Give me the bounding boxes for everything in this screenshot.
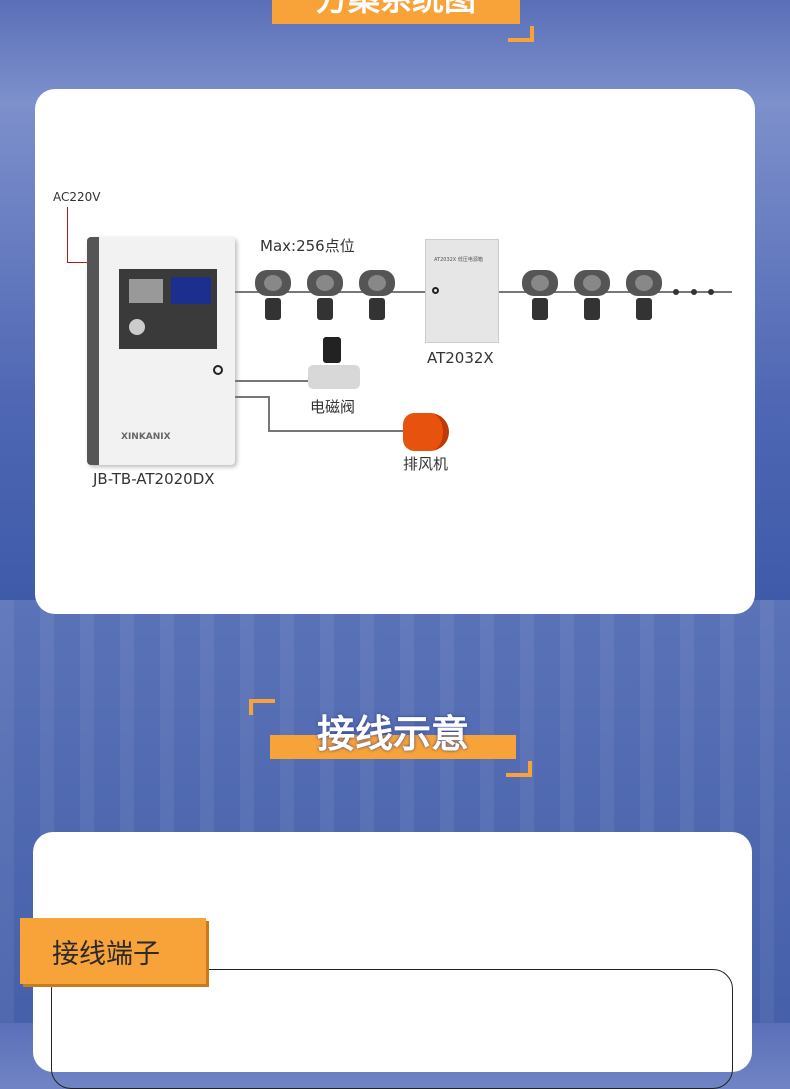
keypad-icon (129, 319, 145, 335)
controller-screen (171, 277, 211, 304)
gas-detector (522, 270, 558, 320)
controller-panel (119, 269, 217, 349)
section-title-wiring (270, 735, 516, 759)
terminal-frame (51, 969, 733, 1089)
corner-decoration (508, 26, 534, 42)
gas-detector (255, 270, 291, 320)
terminal-title: 接线端子 (52, 939, 160, 970)
gas-detector (359, 270, 395, 320)
controller-device[interactable]: XINKANIX (87, 237, 235, 465)
controller-brand: XINKANIX (121, 432, 171, 442)
indicator-panel (129, 279, 163, 303)
section-title-system: 方案系统图 (272, 0, 520, 24)
fan-line (270, 430, 405, 432)
key-lock-icon (213, 365, 223, 375)
max-points-label: Max:256点位 (260, 237, 355, 255)
corner-decoration (506, 761, 532, 777)
fan-line (235, 396, 270, 432)
valve-label: 电磁阀 (310, 398, 356, 416)
solenoid-valve-icon (308, 337, 360, 391)
more-dot (708, 289, 714, 295)
section-title-wiring-text: 接线示意 (316, 712, 469, 756)
fan-label: 排风机 (403, 455, 449, 473)
power-box-device[interactable]: AT2032X 低压电源箱 (425, 239, 499, 343)
power-line (67, 207, 87, 263)
more-dot (673, 289, 679, 295)
power-label: AC220V (53, 190, 101, 204)
corner-decoration (249, 699, 275, 715)
power-box-panel-text: AT2032X 低压电源箱 (434, 257, 483, 263)
gas-detector (574, 270, 610, 320)
terminal-tab: 接线端子 (20, 918, 206, 984)
system-diagram-card: AC220V XINKANIX JB-TB-AT2020DX Max:256点位… (35, 89, 755, 614)
valve-line (235, 380, 310, 382)
controller-model: JB-TB-AT2020DX (93, 470, 215, 488)
section-title-text: 方案系统图 (316, 0, 476, 18)
exhaust-fan-icon (403, 413, 449, 451)
gas-detector (307, 270, 343, 320)
power-box-model: AT2032X (427, 349, 494, 367)
gas-detector (626, 270, 662, 320)
lock-icon (432, 287, 439, 294)
more-dot (691, 289, 697, 295)
